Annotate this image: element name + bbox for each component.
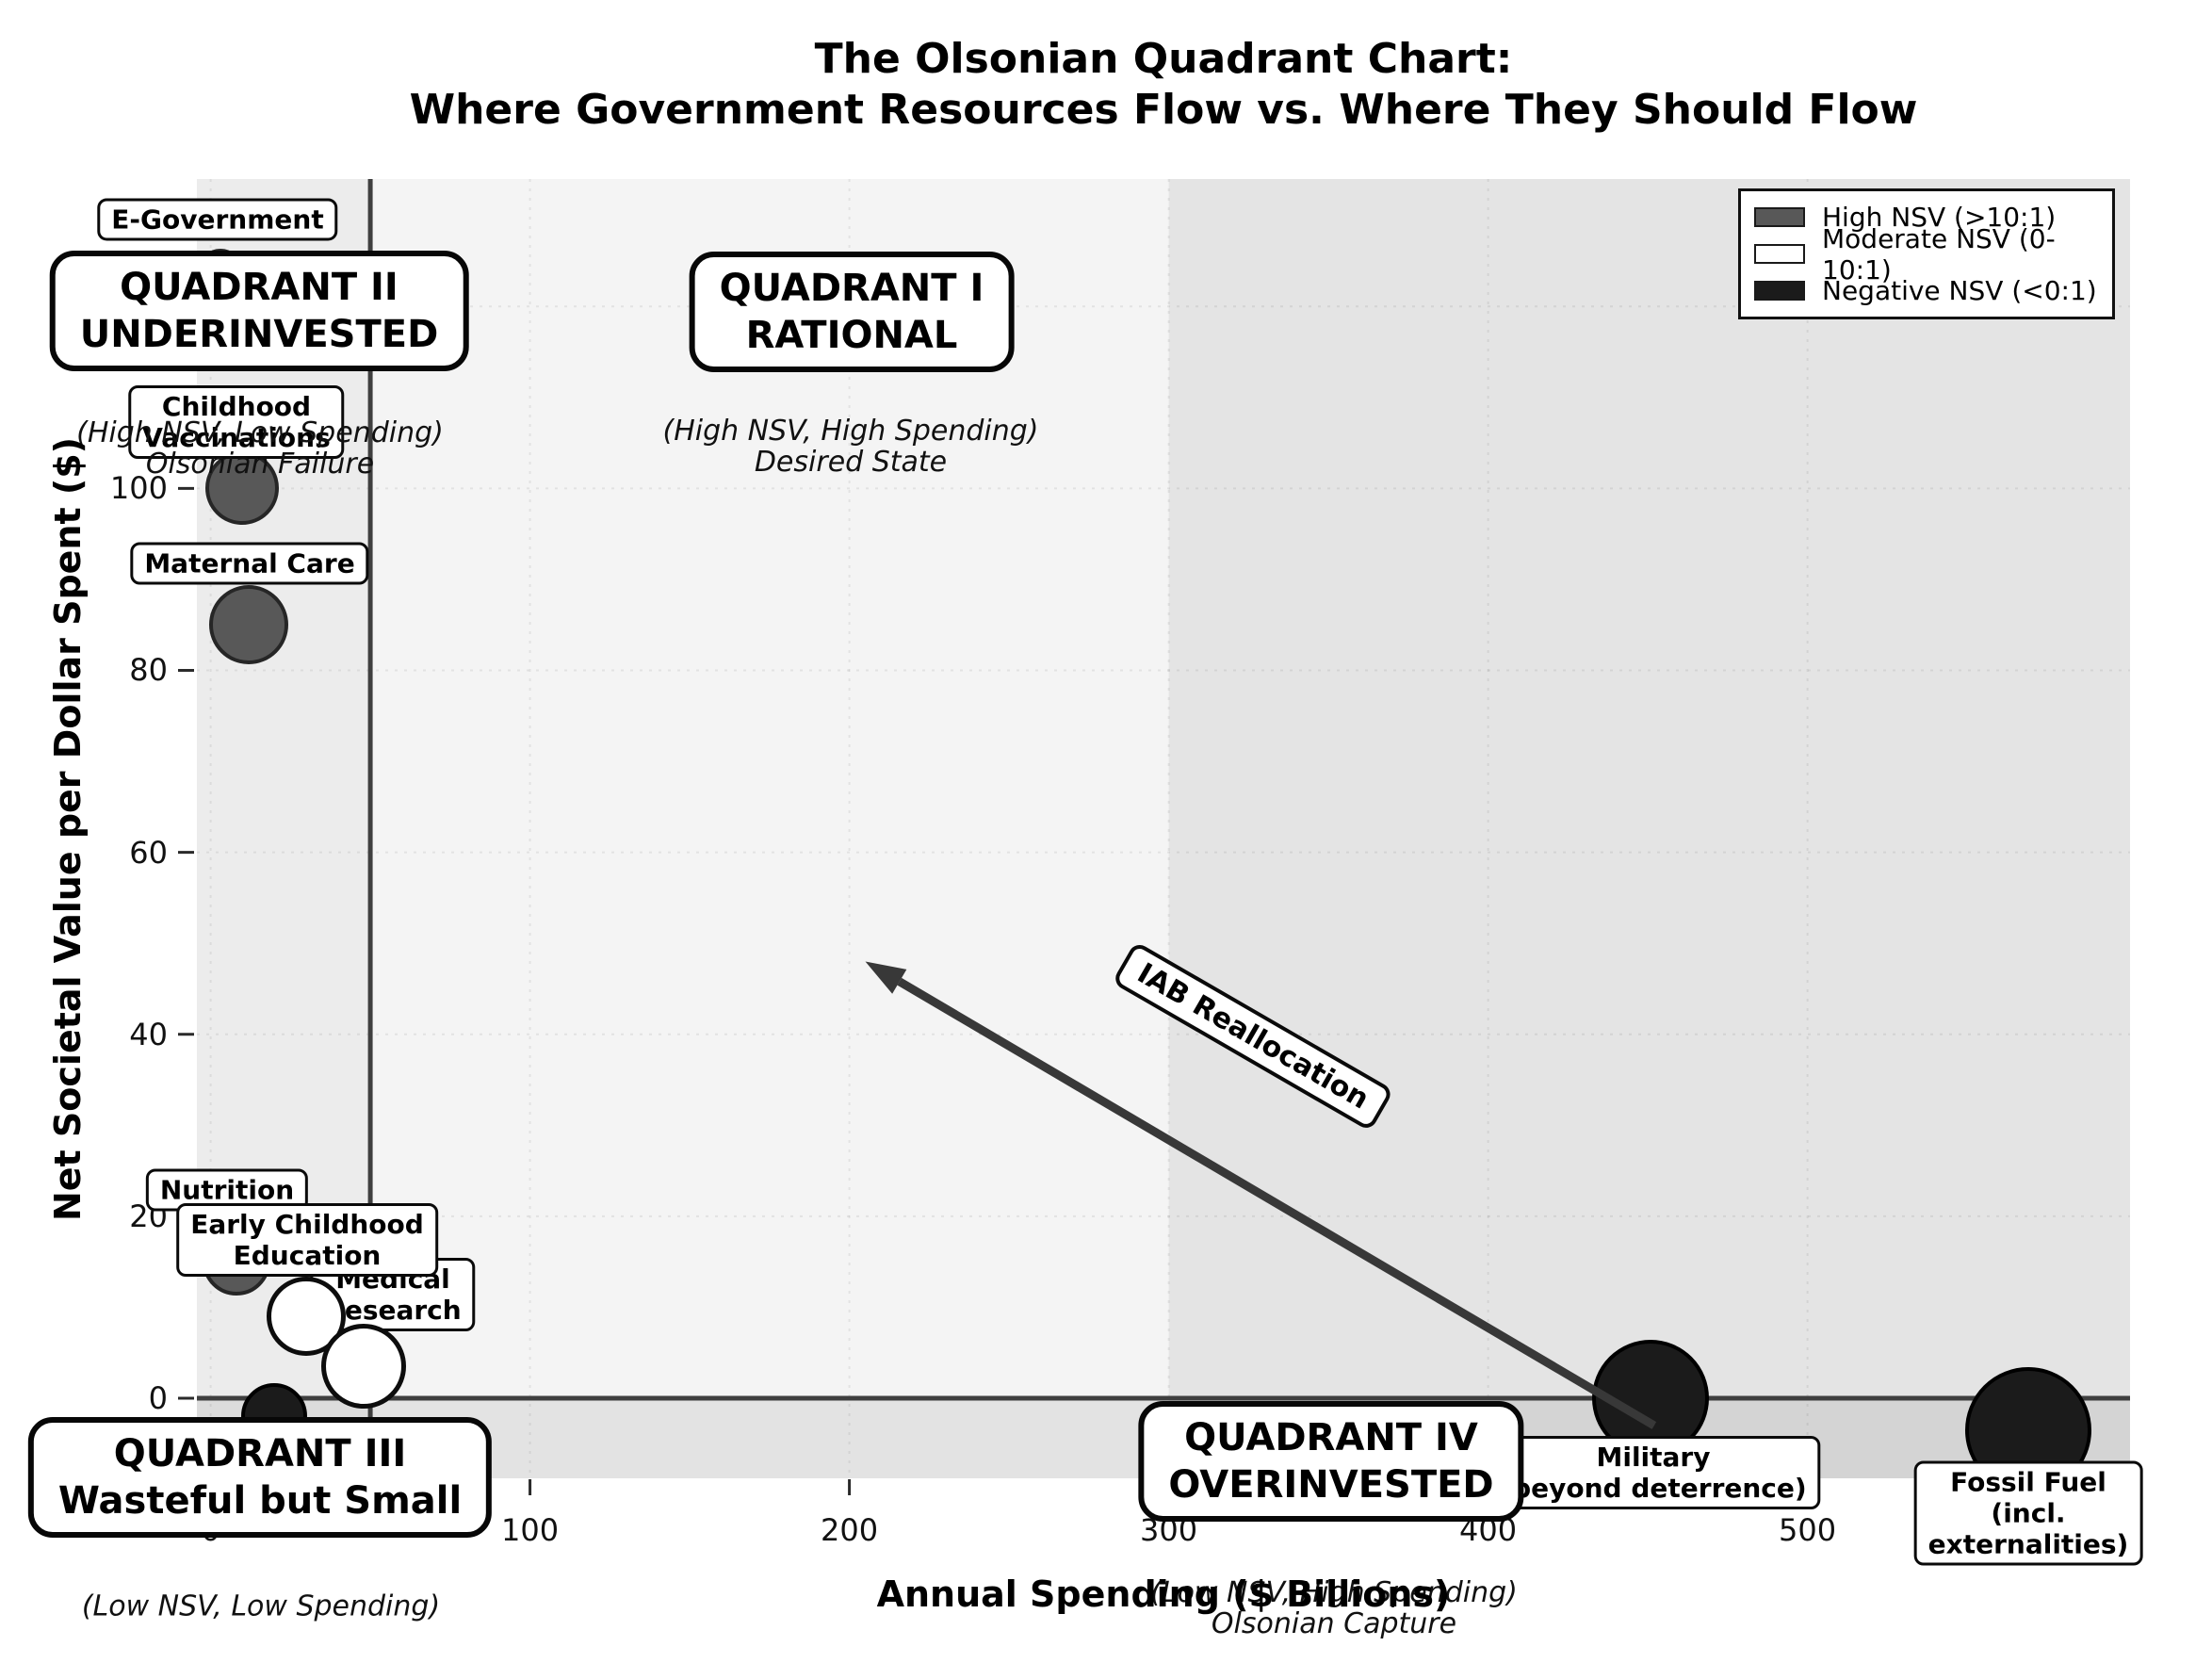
y-tick-label-60: 60: [129, 834, 168, 871]
label-military-beyond-deterrence: Military (beyond deterrence): [1486, 1436, 1821, 1509]
region-band-2: [1168, 179, 2130, 1478]
region-band-1: [370, 179, 1169, 1478]
chart-title-line2: Where Government Resources Flow vs. Wher…: [409, 86, 1918, 134]
legend-item-moderate: Moderate NSV (0-10:1): [1754, 223, 2099, 285]
legend-item-negative: Negative NSV (<0:1): [1754, 272, 2099, 309]
reallocation-arrow-head: [865, 961, 907, 994]
legend: High NSV (>10:1) Moderate NSV (0-10:1) N…: [1738, 188, 2115, 319]
quadrant-iv-subtitle: (Low NSV, High Spending) Olsonian Captur…: [1150, 1576, 1518, 1640]
x-tick-label-100: 100: [501, 1512, 560, 1548]
arrow-label-iab-reallocation: IAB Reallocation: [1111, 940, 1395, 1133]
y-tick-label-80: 80: [129, 652, 168, 689]
point-maternal-care: [209, 585, 289, 665]
y-axis-title: Net Societal Value per Dollar Spent ($): [47, 436, 89, 1222]
point-medical-research: [321, 1324, 407, 1410]
quadrant-i-subtitle: (High NSV, High Spending) Desired State: [662, 415, 1039, 479]
x-tick-label-200: 200: [821, 1512, 879, 1548]
legend-label-negative: Negative NSV (<0:1): [1822, 275, 2097, 306]
chart-title-line1: The Olsonian Quadrant Chart:: [814, 35, 1513, 83]
y-tick-label-40: 40: [129, 1016, 168, 1052]
quadrant-i-box: QUADRANT I RATIONAL: [689, 252, 1015, 372]
quadrant-iii-box: QUADRANT III Wasteful but Small: [27, 1417, 493, 1538]
chart-title: The Olsonian Quadrant Chart: Where Gover…: [197, 34, 2130, 136]
label-e-government: E-Government: [97, 198, 338, 241]
x-axis-title: Annual Spending ($ Billions): [876, 1573, 1451, 1615]
legend-swatch-moderate-icon: [1754, 244, 1805, 264]
label-early-childhood-education: Early Childhood Education: [176, 1203, 438, 1277]
quadrant-ii-box: QUADRANT II UNDERINVESTED: [49, 251, 469, 371]
y-tick-label-0: 0: [148, 1380, 168, 1417]
legend-swatch-negative-icon: [1754, 281, 1805, 301]
label-maternal-care: Maternal Care: [130, 542, 369, 585]
y-tick-label-100: 100: [109, 470, 168, 507]
x-tick-label-500: 500: [1779, 1512, 1837, 1548]
label-fossil-fuel-incl-externalities: Fossil Fuel (incl. externalities): [1913, 1460, 2143, 1566]
quadrant-ii-subtitle: (High NSV, Low Spending) Olsonian Failur…: [76, 416, 444, 481]
legend-swatch-high-icon: [1754, 207, 1805, 227]
quadrant-iv-box: QUADRANT IV OVERINVESTED: [1138, 1401, 1524, 1522]
quadrant-iii-subtitle: (Low NSV, Low Spending): [81, 1589, 441, 1623]
